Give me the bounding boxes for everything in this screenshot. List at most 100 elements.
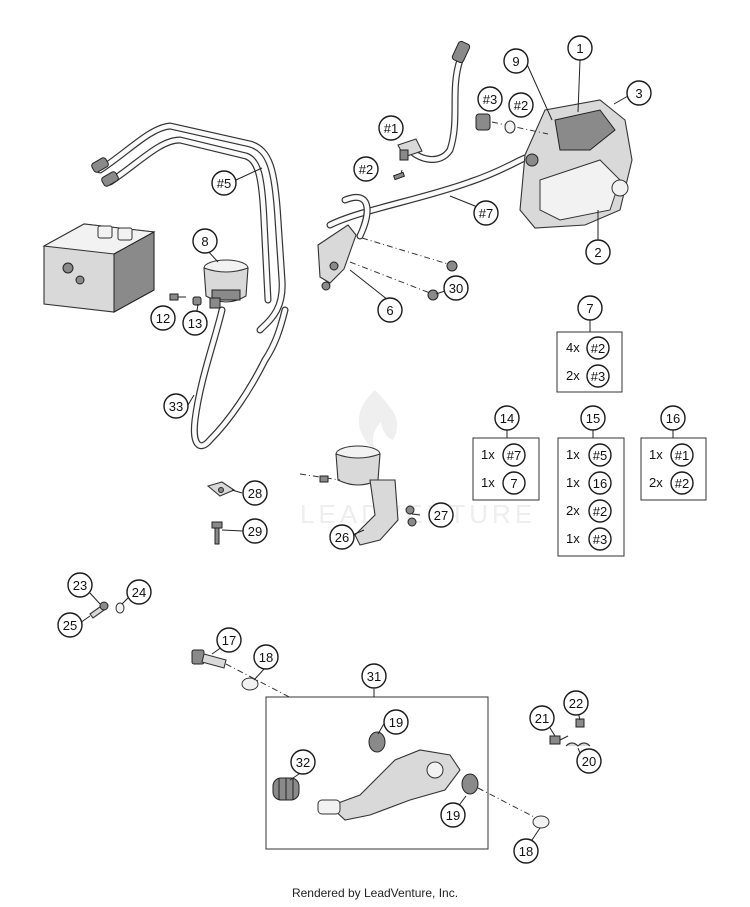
svg-text:31: 31 [367, 669, 381, 684]
callout-15[interactable]: 15 [580, 405, 606, 431]
spring-bolt [549, 718, 591, 747]
ref-callout-r5[interactable]: #5 [211, 170, 237, 196]
svg-text:2x: 2x [566, 368, 580, 383]
svg-text:27: 27 [434, 508, 448, 523]
watermark: LEADVENTURE [300, 390, 532, 529]
callout-16[interactable]: 16 [660, 405, 686, 431]
spring-32 [272, 777, 300, 801]
kit-14: 1x #7 1x 7 [472, 437, 540, 501]
watermark-flame-icon [358, 390, 398, 450]
callout-32[interactable]: 32 [290, 749, 316, 775]
callout-24[interactable]: 24 [126, 579, 152, 605]
svg-text:3: 3 [635, 86, 642, 101]
callout-3[interactable]: 3 [626, 80, 652, 106]
kit-15-ref-2[interactable]: 16 [588, 471, 612, 495]
leader-lines [79, 59, 629, 847]
svg-text:4x: 4x [566, 340, 580, 355]
bolt-30 [349, 237, 458, 301]
ref-callout-r7[interactable]: #7 [473, 200, 499, 226]
kit-7-ref-1[interactable]: #2 [586, 336, 610, 360]
callout-12[interactable]: 12 [150, 305, 176, 331]
callout-18-bottom[interactable]: 18 [513, 838, 539, 864]
svg-text:2x: 2x [566, 503, 580, 518]
callout-19-bottom[interactable]: 19 [440, 802, 466, 828]
svg-text:13: 13 [188, 316, 202, 331]
callout-18-top[interactable]: 18 [253, 644, 279, 670]
ref-callout-r2-mid[interactable]: #2 [353, 156, 379, 182]
callout-2[interactable]: 2 [585, 239, 611, 265]
callout-13[interactable]: 13 [182, 310, 208, 336]
kit-15-ref-3[interactable]: #2 [588, 499, 612, 523]
svg-text:33: 33 [169, 399, 183, 414]
svg-text:16: 16 [666, 411, 680, 426]
svg-text:1x: 1x [481, 475, 495, 490]
svg-text:7: 7 [586, 301, 593, 316]
kit-14-ref-2[interactable]: 7 [502, 471, 526, 495]
svg-text:#7: #7 [507, 448, 521, 463]
svg-text:#5: #5 [593, 448, 607, 463]
brake-fluid-reservoir [203, 259, 249, 309]
callout-20[interactable]: 20 [576, 748, 602, 774]
kit-16: 1x #1 2x #2 [640, 437, 707, 501]
callout-1[interactable]: 1 [567, 35, 593, 61]
svg-text:30: 30 [449, 281, 463, 296]
callout-25[interactable]: 25 [57, 612, 83, 638]
svg-text:2: 2 [594, 245, 601, 260]
hose-33 [190, 306, 289, 450]
sensor-cable [406, 40, 471, 163]
callout-33[interactable]: 33 [163, 393, 189, 419]
svg-text:1: 1 [576, 41, 583, 56]
kit-14-ref-1[interactable]: #7 [502, 443, 526, 467]
pin-23 [89, 601, 125, 619]
ref-callout-r2-top[interactable]: #2 [508, 92, 534, 118]
kit-15-ref-4[interactable]: #3 [588, 527, 612, 551]
screw-29 [211, 521, 223, 545]
callout-17[interactable]: 17 [216, 627, 242, 653]
callout-14[interactable]: 14 [494, 405, 520, 431]
callout-9[interactable]: 9 [503, 48, 529, 74]
svg-text:28: 28 [248, 486, 262, 501]
kit-15-ref-1[interactable]: #5 [588, 443, 612, 467]
callout-28[interactable]: 28 [242, 480, 268, 506]
master-cylinder [299, 445, 417, 546]
callout-19-top[interactable]: 19 [383, 709, 409, 735]
svg-text:1x: 1x [566, 531, 580, 546]
kit-7-ref-2[interactable]: #3 [586, 364, 610, 388]
ref-callout-r1[interactable]: #1 [378, 115, 404, 141]
svg-text:29: 29 [248, 524, 262, 539]
callout-8[interactable]: 8 [192, 228, 218, 254]
callout-7[interactable]: 7 [577, 295, 603, 321]
kit-connectors [506, 430, 674, 438]
svg-text:12: 12 [156, 311, 170, 326]
svg-text:18: 18 [519, 844, 533, 859]
svg-text:1x: 1x [481, 447, 495, 462]
abs-unit [42, 223, 156, 313]
svg-text:1x: 1x [566, 447, 580, 462]
svg-text:15: 15 [586, 411, 600, 426]
svg-text:#2: #2 [359, 162, 373, 177]
svg-text:#1: #1 [384, 121, 398, 136]
shoulder-bolt-17 [191, 649, 373, 741]
callout-30[interactable]: 30 [443, 275, 469, 301]
callout-23[interactable]: 23 [67, 572, 93, 598]
callout-26[interactable]: 26 [329, 524, 355, 550]
callout-29[interactable]: 29 [242, 518, 268, 544]
hose-bracket [317, 224, 357, 291]
svg-text:#5: #5 [217, 176, 231, 191]
kit-16-ref-2[interactable]: #2 [670, 471, 694, 495]
callout-21[interactable]: 21 [529, 705, 555, 731]
footer-credit: Rendered by LeadVenture, Inc. [291, 886, 459, 900]
kit-16-ref-1[interactable]: #1 [670, 443, 694, 467]
hose-clamp [192, 296, 202, 306]
svg-text:1x: 1x [649, 447, 663, 462]
svg-text:25: 25 [63, 618, 77, 633]
callout-31[interactable]: 31 [361, 663, 387, 689]
svg-text:32: 32 [296, 755, 310, 770]
svg-text:17: 17 [222, 633, 236, 648]
callout-22[interactable]: 22 [563, 690, 589, 716]
ref-callout-r3[interactable]: #3 [477, 86, 503, 112]
callout-27[interactable]: 27 [428, 502, 454, 528]
svg-text:#3: #3 [483, 92, 497, 107]
callout-6[interactable]: 6 [377, 297, 403, 323]
